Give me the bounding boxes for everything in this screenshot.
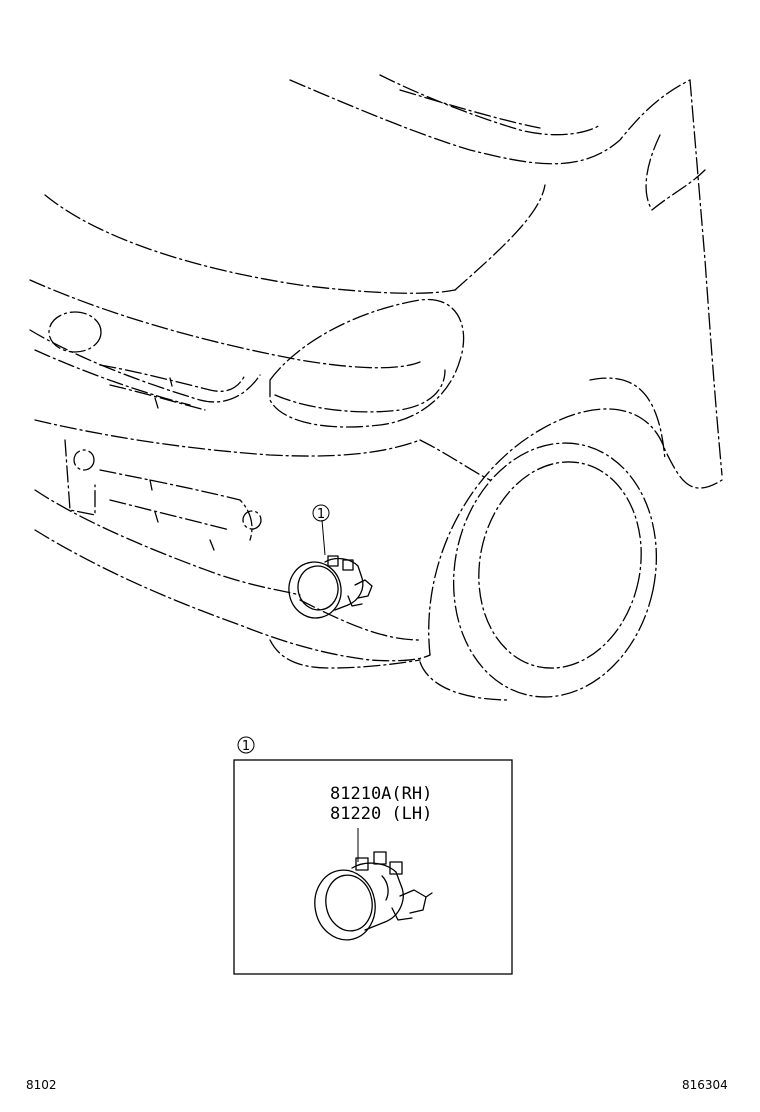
- detail-callout-number: 1: [242, 739, 250, 754]
- vehicle-body-outline: [29, 74, 723, 701]
- footer-right-code: 816304: [682, 1078, 728, 1092]
- callout-number: 1: [317, 507, 325, 522]
- part-number-rh: 81210A(RH): [330, 784, 432, 804]
- footer-left-code: 8102: [26, 1078, 57, 1092]
- part-number-labels: 81210A(RH) 81220 (LH): [330, 784, 432, 824]
- fog-lamp-detail: [314, 851, 433, 941]
- detail-box: [233, 759, 513, 975]
- part-number-lh: 81220 (LH): [330, 804, 432, 824]
- fog-lamp-installed: [288, 519, 373, 619]
- detail-callout-marker: 1: [237, 736, 255, 754]
- callout-marker: 1: [312, 504, 330, 522]
